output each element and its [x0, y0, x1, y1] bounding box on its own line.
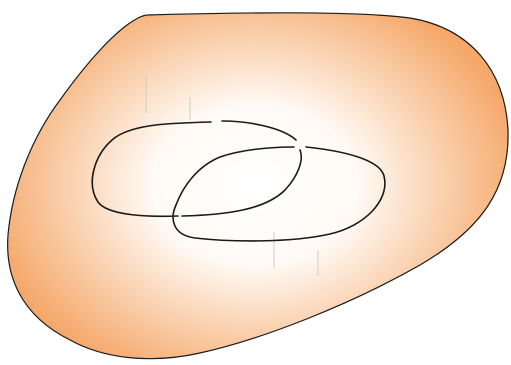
surface-blob: [8, 13, 508, 359]
